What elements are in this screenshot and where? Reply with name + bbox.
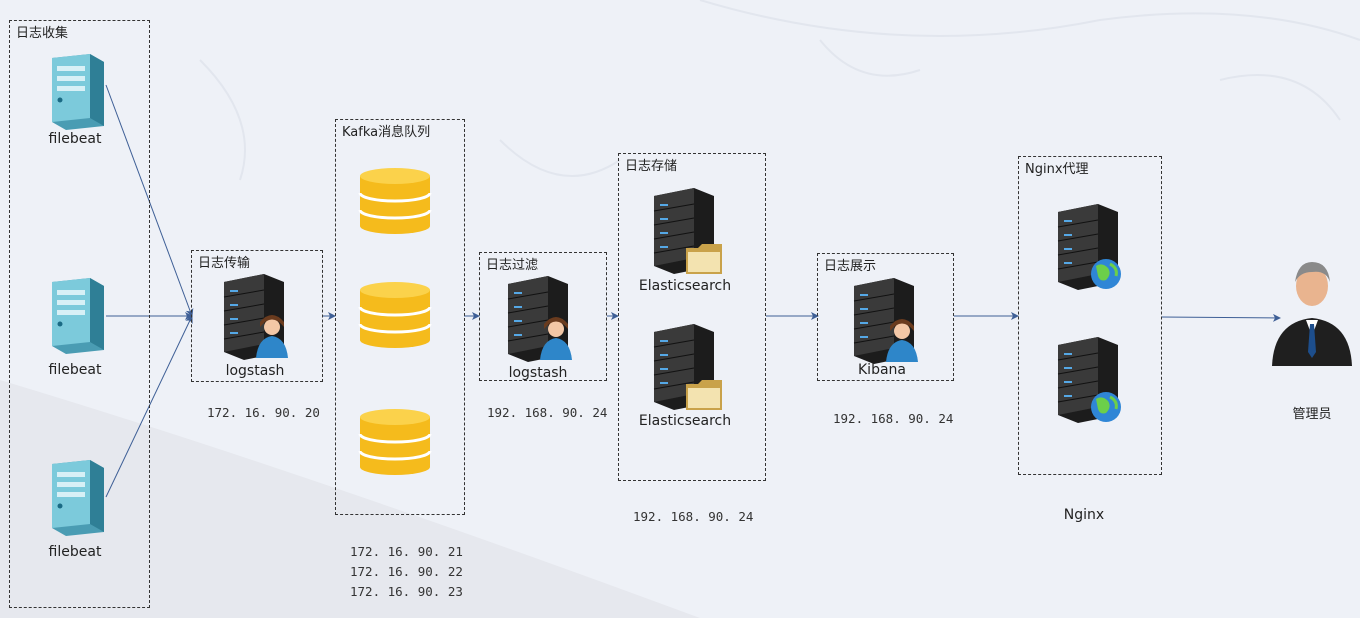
group-nginx-proxy: Nginx代理	[1018, 156, 1162, 475]
database-icon	[358, 409, 432, 475]
group-log-filter: 日志过滤	[479, 252, 607, 381]
group-log-collect: 日志收集	[9, 20, 150, 608]
ip-transport: 172. 16. 90. 20	[207, 405, 320, 420]
filebeat-label: filebeat	[48, 131, 102, 147]
elasticsearch-server-icon	[653, 324, 722, 410]
filebeat-server-icon	[52, 460, 104, 536]
filebeat-label: filebeat	[48, 544, 102, 560]
logstash-server-icon	[223, 274, 288, 360]
group-title-collect: 日志收集	[16, 26, 69, 41]
filebeat-label: filebeat	[48, 362, 102, 378]
group-log-storage: 日志存储	[618, 153, 766, 481]
database-icon	[358, 282, 432, 348]
logstash-label: logstash	[508, 365, 568, 381]
kibana-server-icon	[853, 278, 918, 364]
ip-kafka-1: 172. 16. 90. 21	[350, 544, 463, 559]
nginx-server-icon	[1057, 204, 1121, 290]
ip-kafka-2: 172. 16. 90. 22	[350, 564, 463, 579]
group-title-kafka: Kafka消息队列	[342, 125, 431, 140]
nginx-label: Nginx	[1063, 507, 1105, 523]
ip-kafka-list: 172. 16. 90. 21 172. 16. 90. 22 172. 16.…	[350, 542, 463, 602]
admin-user-icon	[1272, 262, 1352, 366]
elasticsearch-label: Elasticsearch	[638, 413, 732, 429]
database-icon	[358, 168, 432, 234]
logstash-server-icon	[507, 276, 572, 362]
group-title-storage: 日志存储	[625, 159, 678, 174]
logstash-label: logstash	[225, 363, 285, 379]
elasticsearch-label: Elasticsearch	[638, 278, 732, 294]
ip-storage: 192. 168. 90. 24	[633, 509, 754, 524]
group-log-transport: 日志传输	[191, 250, 323, 382]
filebeat-server-icon	[52, 278, 104, 354]
ip-kafka-3: 172. 16. 90. 23	[350, 584, 463, 599]
elasticsearch-server-icon	[653, 188, 722, 274]
nginx-server-icon	[1057, 337, 1121, 423]
group-title-nginx: Nginx代理	[1025, 162, 1089, 177]
admin-label: 管理员	[1292, 407, 1332, 422]
ip-display: 192. 168. 90. 24	[833, 411, 954, 426]
edge-nginx-admin	[1160, 313, 1281, 322]
group-log-display: 日志展示	[817, 253, 954, 381]
kibana-label: Kibana	[858, 362, 906, 378]
group-title-transport: 日志传输	[198, 256, 251, 271]
group-kafka: Kafka消息队列	[335, 119, 465, 515]
group-title-filter: 日志过滤	[486, 258, 539, 273]
filebeat-server-icon	[52, 54, 104, 130]
group-title-display: 日志展示	[824, 259, 877, 274]
ip-filter: 192. 168. 90. 24	[487, 405, 608, 420]
